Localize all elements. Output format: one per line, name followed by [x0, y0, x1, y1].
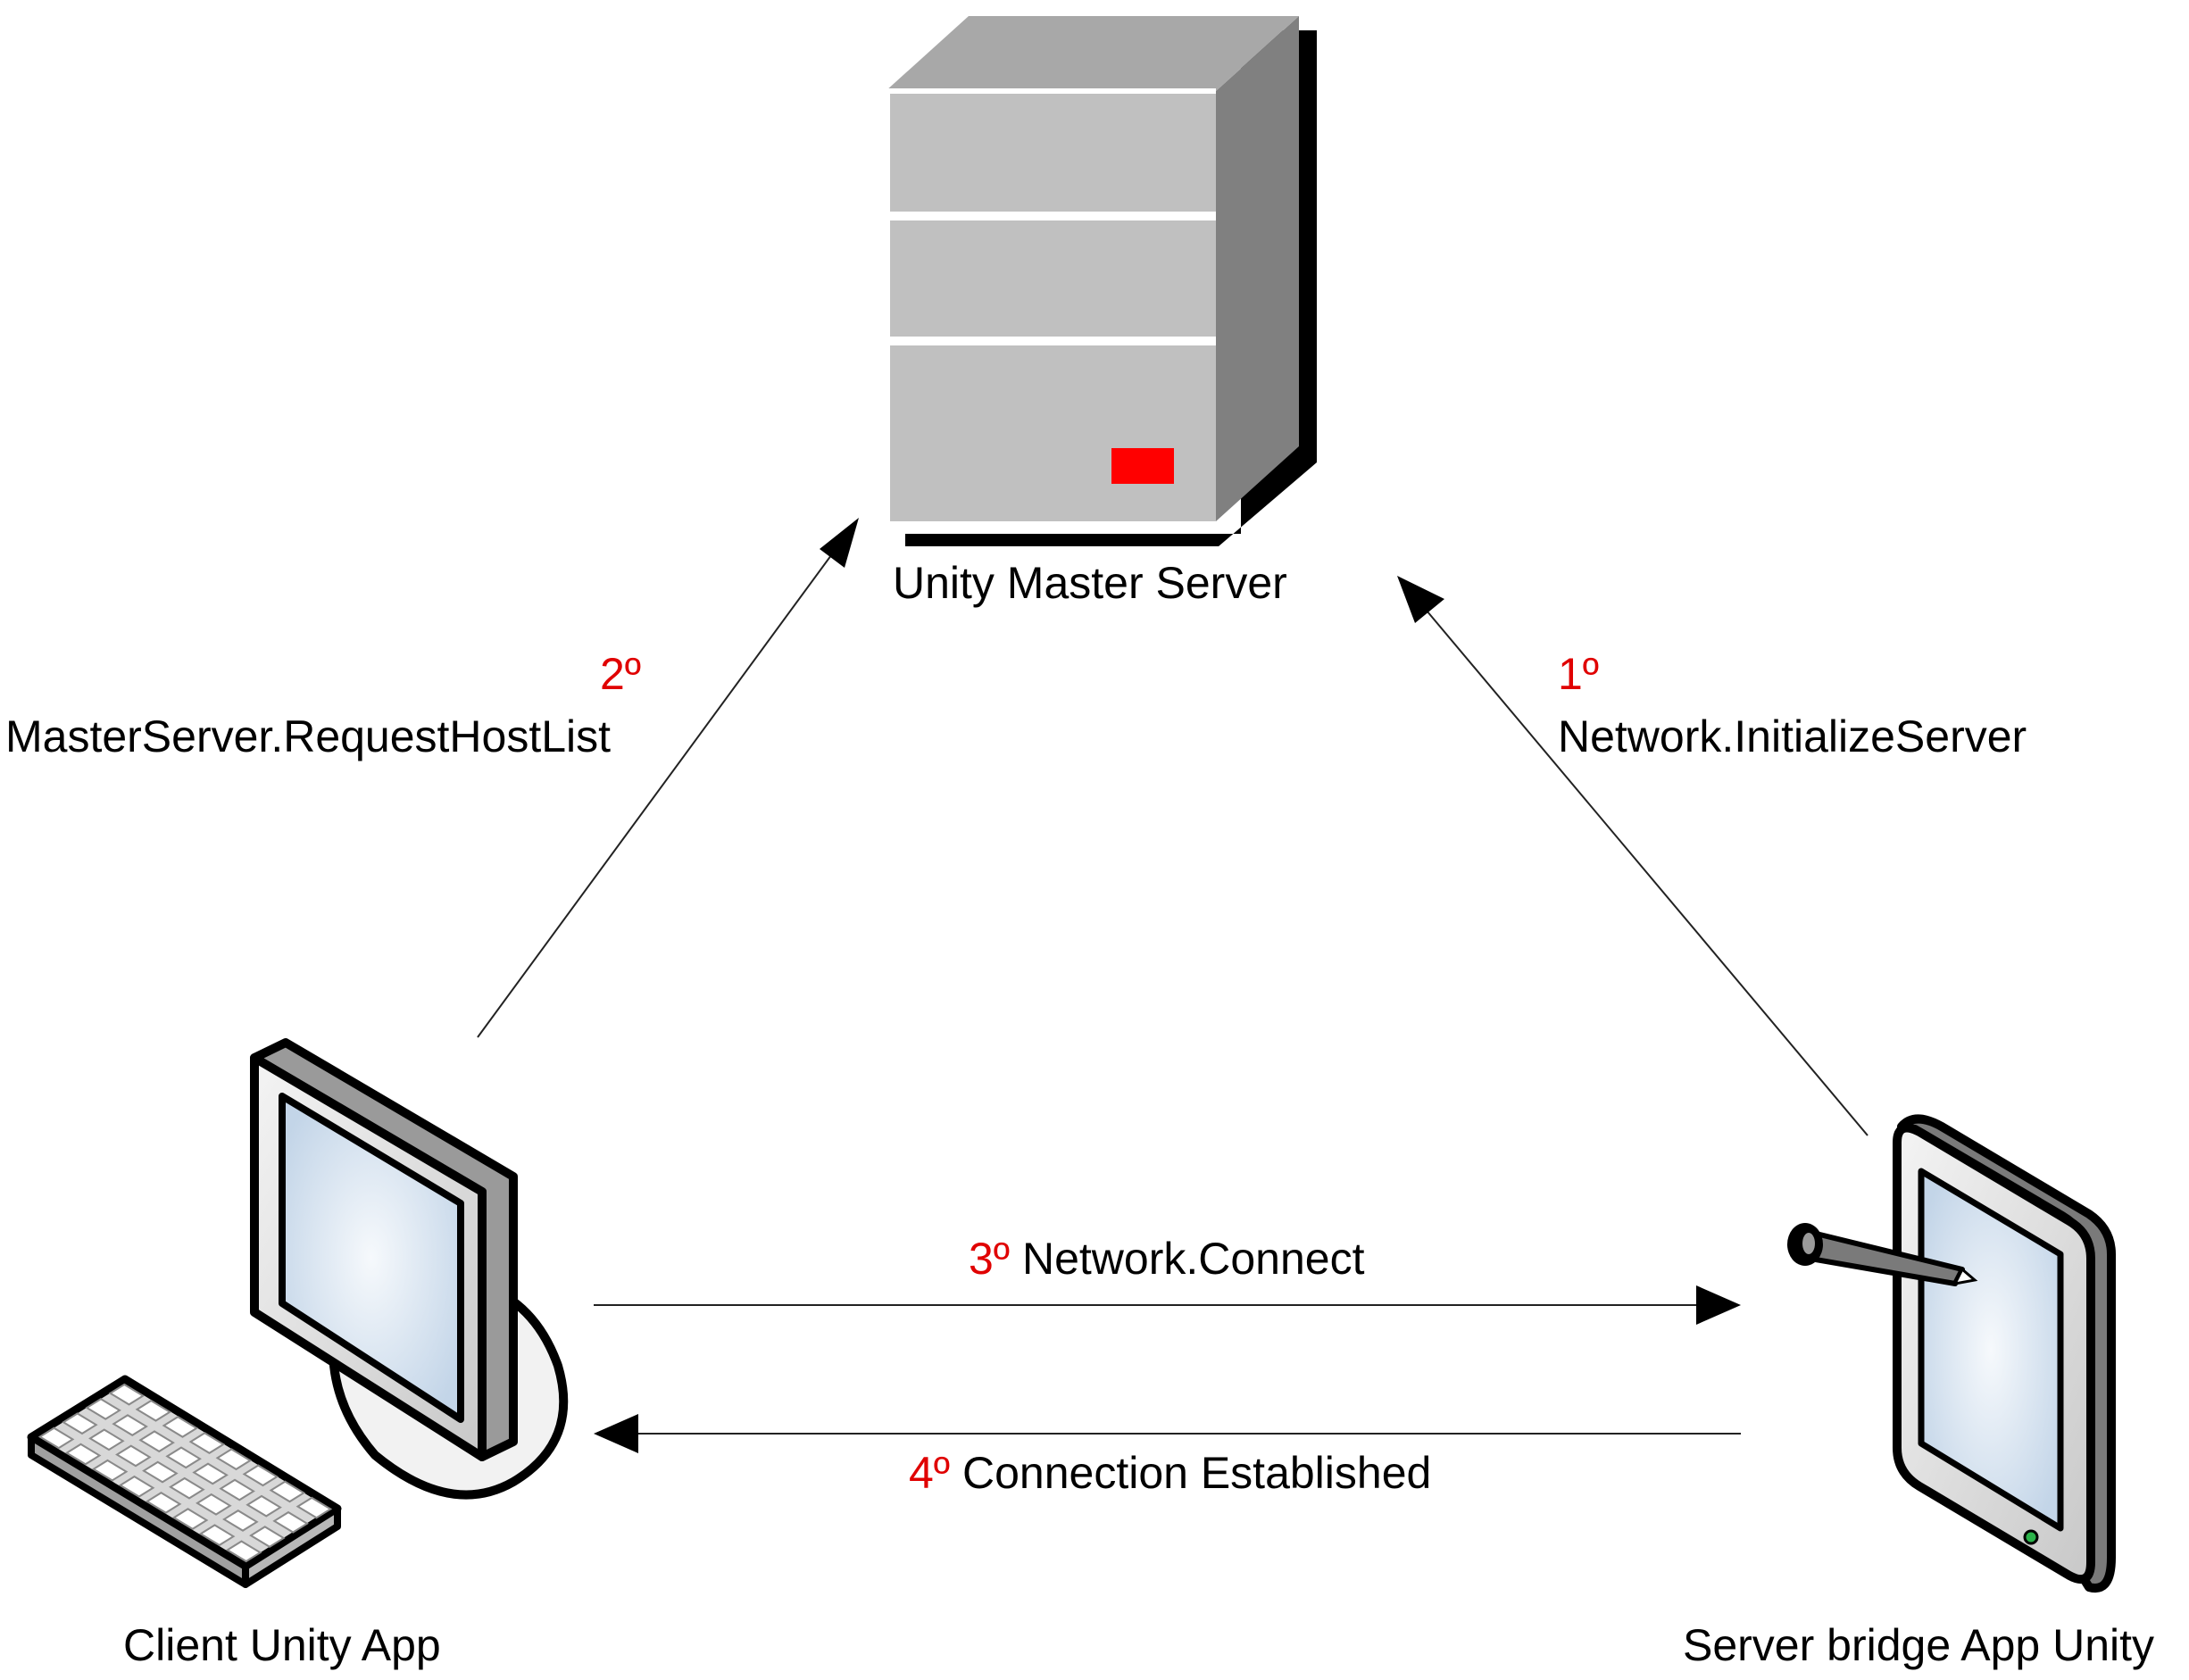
arrow-bridge-to-client: [594, 1414, 1741, 1453]
keyboard-key: [242, 1464, 279, 1487]
tablet-icon: [1893, 1114, 2116, 1593]
keyboard-key: [295, 1496, 333, 1519]
keyboard-key: [115, 1444, 152, 1468]
arrow-client-to-bridge: [594, 1285, 1741, 1325]
step-3-label: Network.Connect: [1021, 1234, 1365, 1284]
keyboard-key: [215, 1448, 253, 1471]
keyboard-key: [222, 1510, 259, 1532]
stylus-icon: [1787, 1223, 1978, 1286]
keyboard-key: [171, 1508, 209, 1530]
keyboard-key: [188, 1432, 226, 1454]
keyboard-key: [269, 1480, 306, 1503]
master-server-label: Unity Master Server: [893, 558, 1287, 608]
keyboard-key: [246, 1494, 282, 1518]
keyboard-key: [118, 1475, 155, 1498]
keyboard-icon: [27, 1375, 342, 1588]
keyboard-key: [88, 1428, 125, 1451]
keyboard-key: [138, 1430, 175, 1453]
desktop-computer-icon: [250, 1038, 569, 1500]
step-2-label: MasterServer.RequestHostList: [5, 711, 612, 761]
step-4-number: 4º: [909, 1448, 951, 1498]
keyboard-key: [198, 1524, 236, 1547]
keyboard-key: [272, 1510, 309, 1534]
keyboard-key: [249, 1526, 286, 1548]
keyboard-key: [145, 1492, 182, 1514]
keyboard-key: [112, 1414, 148, 1436]
keyboard-key: [91, 1459, 129, 1482]
step-4-label: Connection Established: [961, 1448, 1432, 1498]
step-1-label: Network.InitializeServer: [1558, 711, 2027, 761]
keyboard-key: [108, 1383, 146, 1406]
step-3-number: 3º: [969, 1234, 1011, 1284]
keyboard-key: [196, 1493, 232, 1516]
server-icon: [885, 16, 1317, 546]
bridge-app-label: Server bridge App Unity: [1683, 1620, 2155, 1670]
arrow-bridge-to-master: [1397, 576, 1869, 1136]
keyboard-key: [162, 1416, 199, 1438]
keyboard-key: [169, 1476, 205, 1500]
step-2-number: 2º: [600, 649, 642, 699]
step-4-caption: 4º Connection Established: [909, 1451, 1431, 1495]
keyboard-key: [225, 1540, 262, 1563]
keyboard-key: [142, 1460, 179, 1484]
client-app-label: Client Unity App: [123, 1620, 441, 1670]
keyboard-key: [219, 1478, 255, 1501]
keyboard-key: [165, 1446, 202, 1469]
step-3-caption: 3º Network.Connect: [969, 1236, 1364, 1281]
step-1-number: 1º: [1558, 649, 1600, 699]
keyboard-key: [135, 1399, 172, 1422]
arrow-client-to-master: [477, 518, 859, 1038]
keyboard-key: [85, 1398, 121, 1420]
keyboard-key: [192, 1462, 229, 1485]
keyboard-key: [37, 1426, 75, 1450]
keyboard-key: [62, 1412, 98, 1435]
keyboard-key: [64, 1443, 102, 1466]
